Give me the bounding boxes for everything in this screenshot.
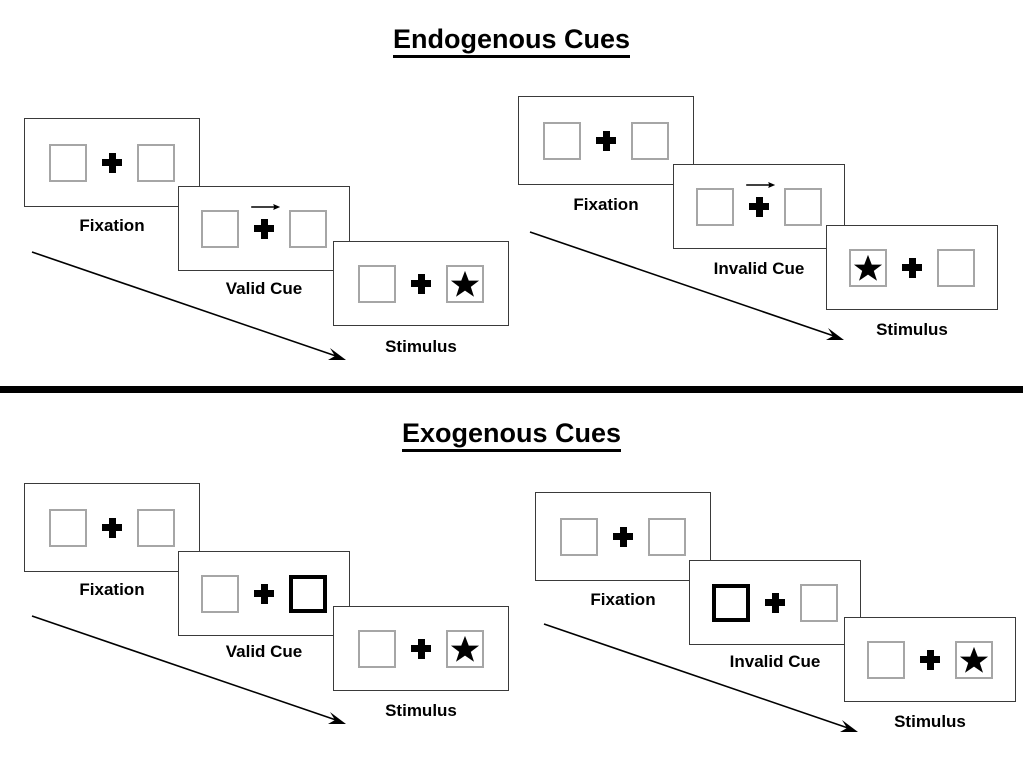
plus-cross-icon xyxy=(746,181,776,220)
panel-endogenous-invalid-cue xyxy=(673,164,845,249)
panel-label-exogenous-invalid-fixation: Fixation xyxy=(590,590,656,609)
stim-box-right xyxy=(137,508,175,547)
panel-inner xyxy=(49,508,175,547)
star-icon xyxy=(853,254,883,281)
plus-cross-icon xyxy=(101,515,123,541)
section-title-exogenous-text: Exogenous Cues xyxy=(401,418,622,452)
panel-endogenous-valid-cue xyxy=(178,186,350,271)
panel-label-endogenous-invalid-cue: Invalid Cue xyxy=(713,259,805,278)
panel-label-exogenous-invalid-stimulus: Stimulus xyxy=(894,712,966,731)
panel-exogenous-valid-stimulus xyxy=(333,606,509,691)
panel-inner xyxy=(201,203,327,248)
panel-label-endogenous-invalid-fixation: Fixation xyxy=(573,195,639,214)
panel-inner xyxy=(543,121,669,160)
stim-box-right-cued xyxy=(289,574,327,613)
time-flow-arrow-exogenous-valid xyxy=(31,615,346,724)
panel-inner xyxy=(712,583,838,622)
plus-cross-icon xyxy=(410,271,432,297)
stim-box-left xyxy=(358,629,396,668)
stim-box-left xyxy=(560,517,598,556)
stim-box-right xyxy=(446,264,484,303)
panel-endogenous-valid-stimulus xyxy=(333,241,509,326)
stim-box-right xyxy=(648,517,686,556)
stim-box-right xyxy=(955,640,993,679)
panel-inner xyxy=(867,640,993,679)
panel-exogenous-invalid-fixation xyxy=(535,492,711,581)
stim-box-left xyxy=(696,187,734,226)
stim-box-left xyxy=(358,264,396,303)
star-icon xyxy=(450,270,480,297)
plus-cross-icon xyxy=(251,203,281,242)
stim-box-left xyxy=(201,574,239,613)
panel-exogenous-valid-fixation xyxy=(24,483,200,572)
section-title-exogenous: Exogenous Cues xyxy=(0,418,1023,452)
panel-inner xyxy=(849,248,975,287)
stim-box-right xyxy=(289,209,327,248)
stim-box-right xyxy=(784,187,822,226)
time-flow-arrow-endogenous-valid xyxy=(31,251,346,360)
panel-exogenous-invalid-stimulus xyxy=(844,617,1016,702)
panel-label-endogenous-invalid-stimulus: Stimulus xyxy=(876,320,948,339)
panel-label-endogenous-valid-stimulus: Stimulus xyxy=(385,337,457,356)
panel-label-endogenous-valid-cue: Valid Cue xyxy=(225,279,303,298)
time-flow-arrow-exogenous-invalid xyxy=(543,623,858,732)
stim-box-left xyxy=(849,248,887,287)
plus-cross-icon xyxy=(595,128,617,154)
stim-box-left xyxy=(49,143,87,182)
section-title-endogenous: Endogenous Cues xyxy=(0,24,1023,58)
panel-inner xyxy=(201,574,327,613)
plus-cross-icon xyxy=(764,590,786,616)
plus-cross-icon xyxy=(901,255,923,281)
plus-cross-icon xyxy=(253,581,275,607)
panel-exogenous-invalid-cue xyxy=(689,560,861,645)
stim-box-right xyxy=(137,143,175,182)
panel-label-exogenous-valid-fixation: Fixation xyxy=(79,580,145,599)
panel-inner xyxy=(49,143,175,182)
stim-box-left xyxy=(543,121,581,160)
arrow-right-icon xyxy=(746,181,776,188)
stim-box-left xyxy=(867,640,905,679)
star-icon xyxy=(450,635,480,662)
plus-cross-icon xyxy=(919,647,941,673)
panel-inner xyxy=(696,181,822,226)
stim-box-right xyxy=(446,629,484,668)
panel-inner xyxy=(358,629,484,668)
star-icon xyxy=(959,646,989,673)
stim-box-right xyxy=(937,248,975,287)
section-title-endogenous-text: Endogenous Cues xyxy=(392,24,630,58)
stim-box-left xyxy=(201,209,239,248)
panel-label-endogenous-valid-fixation: Fixation xyxy=(79,216,145,235)
plus-cross-icon xyxy=(101,150,123,176)
stim-box-right xyxy=(800,583,838,622)
plus-cross-icon xyxy=(410,636,432,662)
stim-box-left-cued xyxy=(712,583,750,622)
panel-endogenous-invalid-stimulus xyxy=(826,225,998,310)
time-flow-arrow-endogenous-invalid xyxy=(529,231,844,340)
panel-exogenous-valid-cue xyxy=(178,551,350,636)
panel-label-exogenous-invalid-cue: Invalid Cue xyxy=(729,652,821,671)
panel-inner xyxy=(358,264,484,303)
section-divider xyxy=(0,386,1023,393)
stim-box-right xyxy=(631,121,669,160)
panel-inner xyxy=(560,517,686,556)
panel-endogenous-valid-fixation xyxy=(24,118,200,207)
arrow-right-icon xyxy=(251,203,281,210)
stim-box-left xyxy=(49,508,87,547)
panel-label-exogenous-valid-stimulus: Stimulus xyxy=(385,701,457,720)
panel-endogenous-invalid-fixation xyxy=(518,96,694,185)
panel-label-exogenous-valid-cue: Valid Cue xyxy=(225,642,303,661)
plus-cross-icon xyxy=(612,524,634,550)
